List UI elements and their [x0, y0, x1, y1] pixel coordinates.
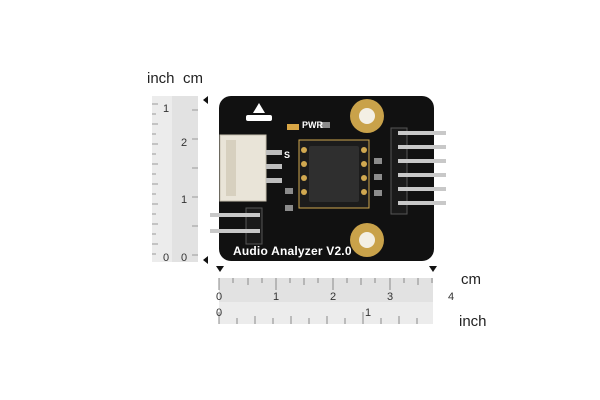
- jst-connector-latch: [226, 140, 236, 196]
- marker-left-bottom-icon: [203, 256, 208, 264]
- horizontal-inch-tick-1: 1: [365, 307, 371, 319]
- horizontal-cm-tick-1: 1: [273, 291, 279, 303]
- vertical-ruler-cm-label: cm: [183, 70, 203, 87]
- mounting-hole-bottom-inner: [359, 232, 375, 248]
- logo-bar: [246, 115, 272, 121]
- board-title: Audio Analyzer V2.0: [233, 244, 352, 258]
- left-pin-header: [210, 207, 263, 245]
- horizontal-ruler-cm-label: cm: [461, 271, 481, 288]
- marker-bottom-right-icon: [429, 266, 437, 272]
- marker-bottom-left-icon: [216, 266, 224, 272]
- dfrobot-logo-icon: [253, 103, 265, 113]
- vertical-ruler-cm-strip: [172, 96, 198, 262]
- horizontal-cm-tick-4: 4: [448, 291, 454, 303]
- pwr-led: [287, 124, 299, 130]
- vertical-ruler-inch-label: inch: [147, 70, 175, 87]
- horizontal-ruler-ticks: [218, 278, 433, 324]
- right-pin-header: [390, 127, 446, 215]
- horizontal-inch-tick-0: 0: [216, 307, 222, 319]
- msgeq7-chip: [309, 146, 359, 202]
- horizontal-cm-tick-0: 0: [216, 291, 222, 303]
- mounting-hole-top-inner: [359, 108, 375, 124]
- vertical-ruler-ticks: [152, 103, 198, 256]
- silk-s: S: [284, 150, 291, 160]
- horizontal-cm-tick-2: 2: [330, 291, 336, 303]
- horizontal-cm-tick-3: 3: [387, 291, 393, 303]
- marker-left-top-icon: [203, 96, 208, 104]
- chip-socket-pads: [301, 147, 367, 195]
- smd-components: [285, 122, 382, 211]
- horizontal-ruler-cm-strip: [219, 278, 433, 302]
- horizontal-ruler-inch-label: inch: [459, 313, 487, 330]
- jst-connector-pins: [266, 150, 282, 183]
- silk-pwr: PWR: [302, 120, 323, 130]
